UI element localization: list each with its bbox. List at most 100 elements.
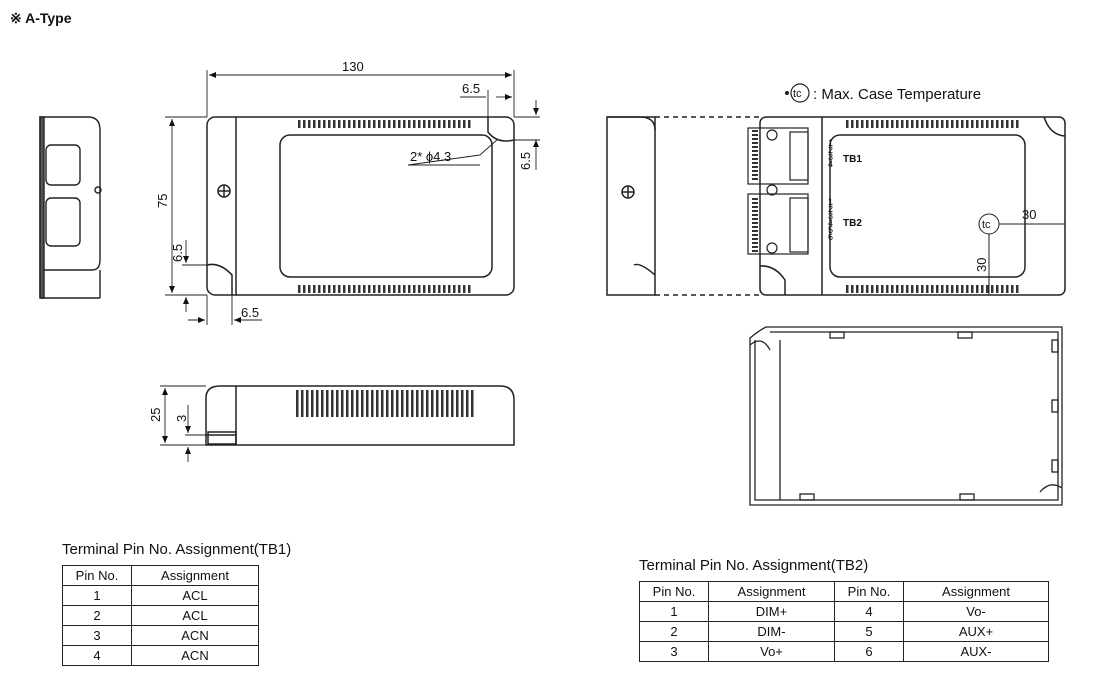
pin-number-label: 4 — [828, 159, 833, 169]
vent-slot — [378, 285, 381, 293]
vent-slot — [426, 390, 429, 417]
vent-slot — [866, 285, 869, 293]
vent-slot — [311, 390, 314, 417]
vent-slot — [456, 390, 459, 417]
terminal-contact — [752, 142, 758, 144]
table-cell: ACL — [131, 605, 259, 626]
vent-slot — [926, 120, 929, 128]
vent-slot — [931, 120, 934, 128]
pin-number-label: 3 — [828, 211, 833, 221]
vent-slot — [951, 285, 954, 293]
vent-slot — [956, 285, 959, 293]
column-header: Pin No. — [639, 581, 709, 602]
vent-slot — [446, 390, 449, 417]
vent-slot — [1006, 120, 1009, 128]
vent-slot — [463, 120, 466, 128]
vent-slots-side — [296, 390, 474, 417]
vent-slot — [343, 120, 346, 128]
vent-slot — [376, 390, 379, 417]
vent-slot — [458, 120, 461, 128]
terminal-contact — [752, 166, 758, 168]
vent-slot — [966, 120, 969, 128]
table-cell: 5 — [834, 621, 904, 642]
vent-slot — [366, 390, 369, 417]
vent-slot — [433, 120, 436, 128]
vent-slot — [316, 390, 319, 417]
table-cell: ACN — [131, 645, 259, 666]
vent-slot — [881, 120, 884, 128]
table-cell: Vo- — [903, 601, 1049, 622]
pin-number-label: 5 — [828, 225, 833, 235]
terminal-contact — [752, 234, 758, 236]
column-header: Assignment — [708, 581, 835, 602]
dimension-lines — [165, 70, 540, 325]
vent-slot — [906, 285, 909, 293]
table-cell: ACL — [131, 585, 259, 606]
vent-slot — [346, 390, 349, 417]
table-cell: DIM+ — [708, 601, 835, 622]
vent-slot — [416, 390, 419, 417]
tc-note-symbol: tc — [793, 88, 802, 100]
frame-view — [749, 326, 1063, 506]
vent-slot — [441, 390, 444, 417]
vent-slot — [408, 120, 411, 128]
vent-slot — [358, 285, 361, 293]
table-cell: 1 — [639, 601, 709, 622]
vent-slot — [876, 285, 879, 293]
vent-slot — [1016, 120, 1019, 128]
vent-slot — [373, 120, 376, 128]
vent-slot — [891, 285, 894, 293]
vent-slot — [306, 390, 309, 417]
vent-slot — [443, 120, 446, 128]
vent-slot — [916, 120, 919, 128]
table-header-row: Pin No. Assignment Pin No. Assignment — [639, 581, 1049, 602]
vent-slot — [851, 120, 854, 128]
vent-slot — [323, 120, 326, 128]
vent-slot — [886, 285, 889, 293]
column-header: Pin No. — [62, 565, 132, 586]
dim-corner-bottom-x: 6.5 — [241, 305, 259, 320]
vent-slot — [313, 285, 316, 293]
vent-slot — [846, 120, 849, 128]
vent-slot — [981, 285, 984, 293]
tb1-label: TB1 — [843, 154, 862, 165]
vent-slot — [423, 285, 426, 293]
vent-slot — [431, 390, 434, 417]
terminal-contact — [752, 214, 758, 216]
terminal-contact — [752, 222, 758, 224]
vent-slot — [336, 390, 339, 417]
vent-slot — [308, 120, 311, 128]
pin-number-label: 1 — [828, 138, 833, 148]
terminal-contacts — [752, 130, 758, 252]
dim-height: 75 — [155, 194, 170, 208]
dim-tc-x: 30 — [1022, 207, 1036, 222]
table-cell: 6 — [834, 641, 904, 662]
vent-slot — [373, 285, 376, 293]
vent-slot — [308, 285, 311, 293]
terminal-contact — [752, 206, 758, 208]
vent-slot — [371, 390, 374, 417]
tc-note-text: : Max. Case Temperature — [813, 86, 981, 103]
terminal-contact — [752, 230, 758, 232]
vent-slot — [941, 285, 944, 293]
vent-slot — [428, 120, 431, 128]
vent-slot — [856, 285, 859, 293]
vent-slot — [856, 120, 859, 128]
table-cell: 1 — [62, 585, 132, 606]
terminal-contact — [752, 162, 758, 164]
vent-slot — [391, 390, 394, 417]
vent-slot — [393, 285, 396, 293]
terminal-contact — [752, 146, 758, 148]
vent-slot — [303, 120, 306, 128]
vent-slot — [353, 120, 356, 128]
vent-slot — [871, 285, 874, 293]
vent-slot — [896, 120, 899, 128]
terminal-block-tb1 — [747, 127, 809, 255]
vent-slot — [1006, 285, 1009, 293]
vent-slot — [361, 390, 364, 417]
